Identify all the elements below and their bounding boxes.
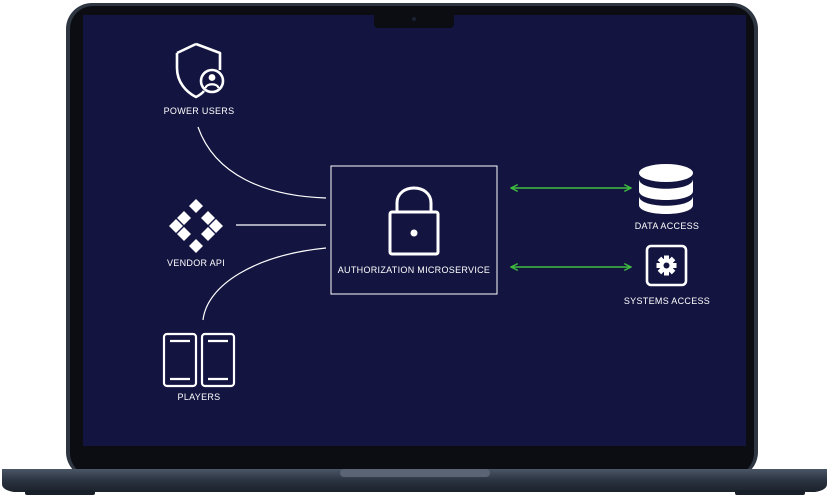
players-label: PLAYERS (177, 392, 221, 402)
auth-service-label: AUTHORIZATION MICROSERVICE (337, 265, 491, 275)
auth-service-box (330, 165, 498, 295)
laptop-foot-left (25, 490, 95, 495)
power-users-label: POWER USERS (163, 106, 235, 116)
vendor-api-label: VENDOR API (166, 258, 226, 268)
laptop-foot-right (735, 490, 805, 495)
gear-box-icon (645, 244, 688, 287)
database-icon (639, 164, 693, 214)
padlock-icon (388, 186, 440, 256)
connector-players (202, 247, 327, 321)
shield-user-icon (175, 42, 225, 99)
diamond-cluster-icon (169, 199, 223, 253)
systems-access-label: SYSTEMS ACCESS (623, 296, 711, 306)
data-access-label: DATA ACCESS (634, 221, 700, 231)
camera-icon (412, 17, 416, 21)
connector-power-users (197, 126, 327, 199)
trackpad-notch (340, 469, 490, 477)
tablets-icon (162, 332, 236, 388)
laptop-base (2, 469, 827, 492)
connector-lines (197, 126, 327, 321)
